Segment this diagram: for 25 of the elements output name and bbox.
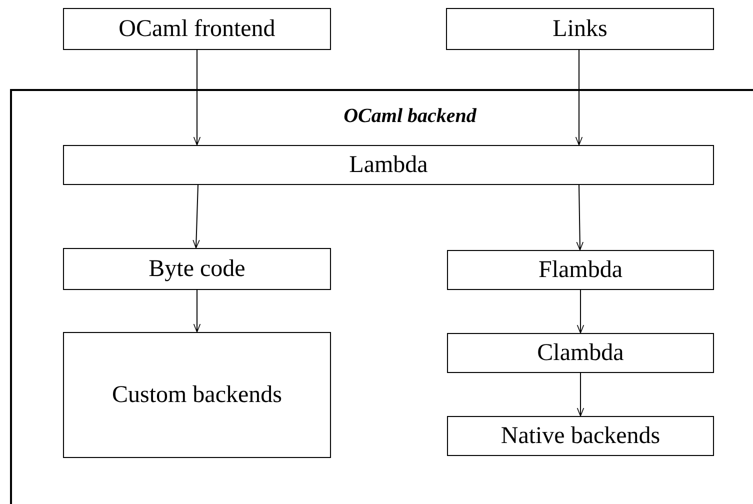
node-label: Clambda [537, 340, 624, 366]
node-label: Native backends [500, 422, 660, 450]
node-label: Custom backends [112, 382, 282, 408]
process-box [447, 416, 714, 456]
arrow [576, 372, 584, 416]
node-label: Flambda [538, 256, 622, 284]
process-box [63, 145, 714, 185]
container-box [10, 89, 753, 504]
node-label: OCaml frontend [118, 16, 276, 42]
process-box [63, 8, 331, 50]
arrow [575, 50, 583, 146]
group-heading: OCaml backend [344, 105, 476, 128]
arrow [192, 184, 200, 248]
process-box [63, 248, 331, 290]
process-box [63, 332, 331, 458]
process-box [447, 250, 714, 290]
arrow [576, 184, 584, 250]
process-box [447, 333, 714, 373]
arrow [193, 50, 201, 146]
arrow [576, 290, 584, 334]
process-box [446, 8, 714, 50]
node-label: Lambda [349, 152, 428, 178]
node-label: Byte code [148, 256, 246, 282]
arrow [193, 290, 201, 332]
node-label: Links [552, 16, 608, 42]
